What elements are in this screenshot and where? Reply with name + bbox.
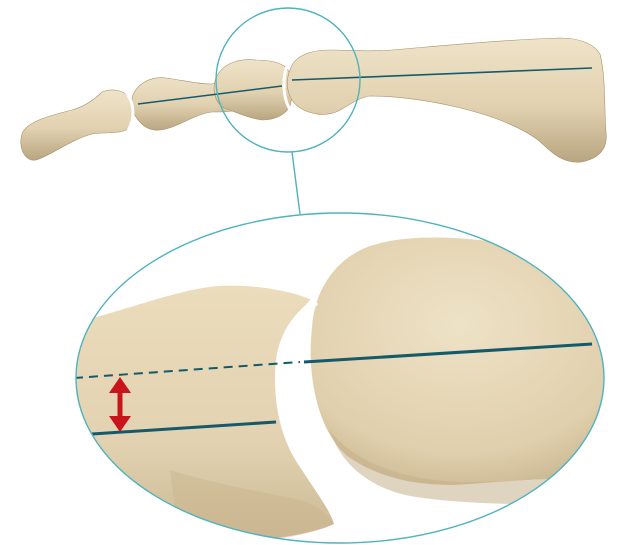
magnified-view [40, 210, 618, 545]
overview-finger [21, 38, 607, 162]
distal-phalanx [21, 90, 133, 160]
magnified-metacarpal-head [311, 238, 618, 485]
metacarpal [287, 38, 606, 162]
magnifier-connector [292, 152, 300, 214]
